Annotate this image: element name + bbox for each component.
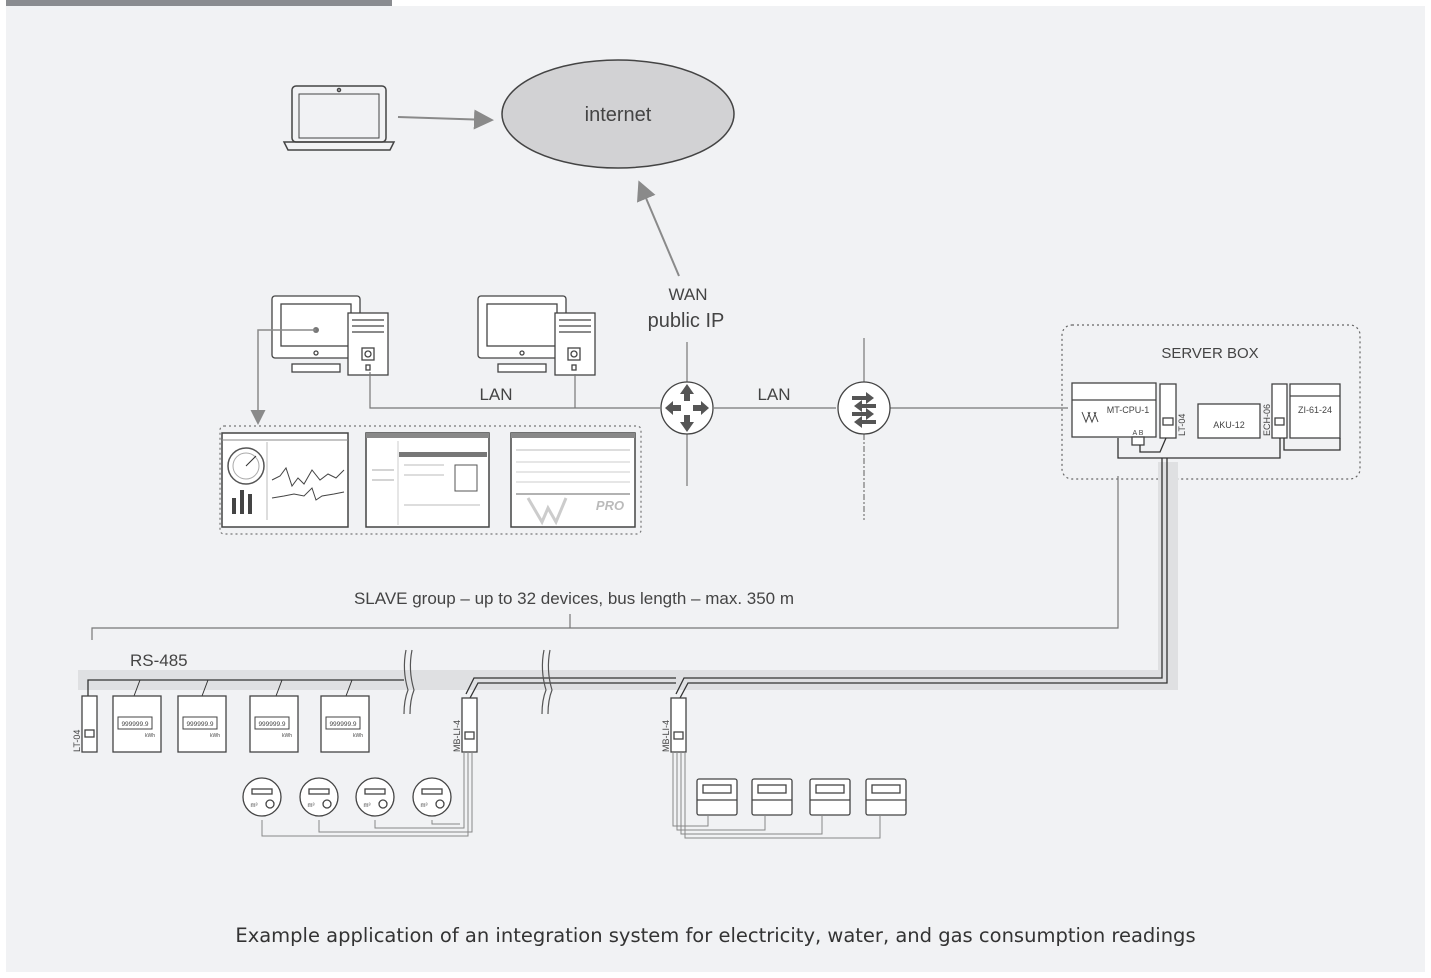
gas-meter-2	[751, 778, 793, 816]
mt-cpu-label: MT-CPU-1	[1107, 405, 1150, 415]
mt-cpu-module	[1071, 382, 1157, 446]
aku-module	[1197, 403, 1261, 439]
water-meter-3	[355, 777, 395, 817]
meter-3-display: 999999.9	[258, 721, 285, 728]
energy-meter-1	[112, 679, 162, 753]
bus-band-vertical	[1158, 462, 1178, 690]
water-meter-1	[242, 777, 282, 817]
laptop-icon	[282, 85, 396, 151]
water-meter-wiring	[261, 752, 473, 837]
screens-group-frame	[219, 425, 642, 535]
pc-to-screens-arrow	[250, 329, 316, 425]
meter-1-display: 999999.9	[121, 721, 148, 728]
water-meter-1-unit: m³	[251, 803, 258, 809]
desktop-pc-right-icon	[477, 295, 596, 376]
switch-icon	[837, 381, 891, 435]
wan-arrow	[637, 180, 680, 277]
bus-band	[78, 670, 1178, 690]
meter-2-unit: kWh	[210, 733, 220, 739]
desktop-pc-left-icon	[271, 295, 389, 376]
lt04-bus-module	[81, 695, 98, 753]
energy-meter-4	[320, 679, 370, 753]
screen-pro-software: PRO	[510, 432, 636, 528]
water-meter-4	[412, 777, 452, 817]
public-ip-label: public IP	[648, 310, 725, 332]
aku-label: AKU-12	[1213, 420, 1245, 430]
meter-1-unit: kWh	[145, 733, 155, 739]
wan-label: WAN	[668, 285, 707, 304]
server-internal-wiring	[1117, 437, 1341, 459]
water-meter-2	[299, 777, 339, 817]
screen-device-config	[365, 432, 490, 528]
meter-3-unit: kWh	[282, 733, 292, 739]
bus-break-marks	[403, 649, 553, 715]
screen-dashboard	[221, 432, 349, 528]
lan-line-left-pc	[369, 372, 660, 409]
slave-group-bracket	[91, 476, 1119, 640]
gas-meter-4	[865, 778, 907, 816]
water-meter-2-unit: m³	[308, 803, 315, 809]
mb-li4-left-module	[461, 697, 478, 753]
lan-label-left: LAN	[479, 385, 512, 404]
lt04-server-label: LT-04	[1177, 414, 1187, 436]
zi-module	[1289, 383, 1341, 439]
mb-li4-left-label: MB-LI-4	[452, 720, 462, 752]
bus-cable-main	[465, 458, 1168, 699]
water-meter-4-unit: m³	[421, 803, 428, 809]
gas-meter-wiring	[672, 752, 881, 839]
slave-group-label: SLAVE group – up to 32 devices, bus leng…	[354, 589, 794, 608]
meter-4-unit: kWh	[353, 733, 363, 739]
lt04-server-module	[1159, 383, 1177, 439]
top-tab-bar	[6, 0, 392, 6]
mb-li4-right-module	[670, 697, 687, 753]
water-meter-3-unit: m³	[364, 803, 371, 809]
ech-label: ECH-06	[1262, 404, 1272, 436]
energy-meter-2	[177, 679, 227, 753]
meter-2-display: 999999.9	[186, 721, 213, 728]
internet-cloud	[501, 59, 735, 169]
lan-label-right: LAN	[757, 385, 790, 404]
ech-module	[1271, 383, 1288, 439]
rs485-label: RS-485	[130, 651, 188, 670]
zi-label: ZI-61-24	[1298, 405, 1332, 415]
server-box-frame	[1061, 324, 1361, 480]
bus-wire-left	[87, 679, 404, 696]
internet-label: internet	[585, 104, 652, 126]
mb-li4-right-label: MB-LI-4	[661, 720, 671, 752]
diagram-caption: Example application of an integration sy…	[235, 924, 1196, 947]
router-icon	[660, 381, 714, 435]
laptop-to-internet-arrow	[397, 109, 494, 130]
gas-meter-3	[809, 778, 851, 816]
meter-4-display: 999999.9	[329, 721, 356, 728]
mt-cpu-ab-label: A B	[1133, 430, 1144, 437]
pro-badge: PRO	[596, 498, 624, 513]
server-box-label: SERVER BOX	[1161, 345, 1258, 362]
lt04-bus-label: LT-04	[72, 730, 82, 752]
energy-meter-3	[249, 679, 299, 753]
gas-meter-1	[696, 778, 738, 816]
